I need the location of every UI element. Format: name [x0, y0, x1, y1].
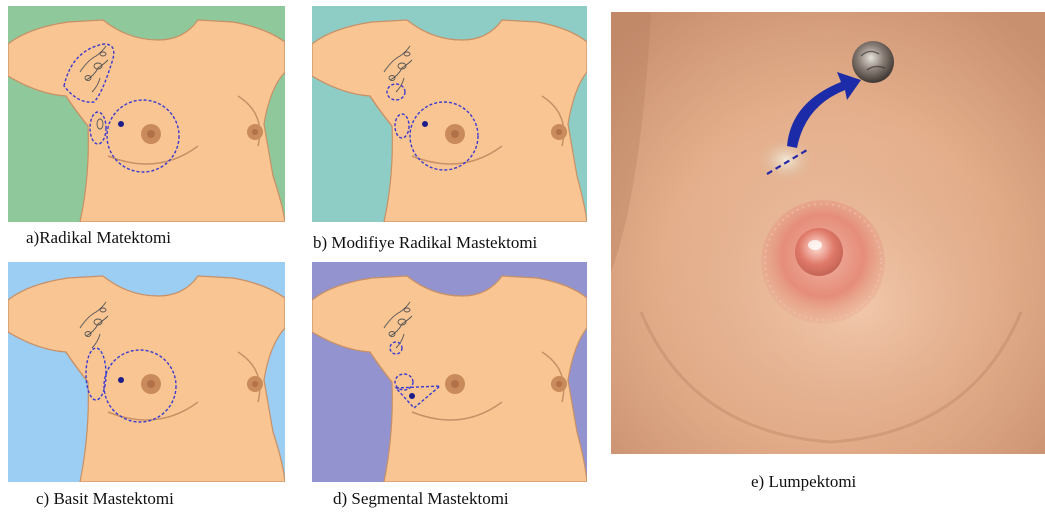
nipple-highlight — [808, 240, 822, 250]
tumor-marker — [118, 121, 124, 127]
incision-site — [758, 138, 814, 182]
caption-simple-mastectomy: c) Basit Mastektomi — [36, 489, 174, 509]
nipple-right — [556, 381, 562, 387]
nipple-right — [252, 381, 258, 387]
caption-modified-radical-mastectomy: b) Modifiye Radikal Mastektomi — [313, 233, 537, 253]
tumor-marker — [118, 377, 124, 383]
modified-radical-mastectomy-illustration — [312, 6, 587, 222]
nipple-left — [147, 130, 155, 138]
nipple — [795, 228, 843, 276]
caption-lumpectomy: e) Lumpektomi — [751, 472, 856, 492]
nipple-left — [147, 380, 155, 388]
panel-lumpectomy-photo — [611, 12, 1045, 454]
lumpectomy-illustration — [611, 12, 1045, 454]
removed-lump — [852, 41, 894, 83]
panel-modified-radical-mastectomy — [312, 6, 587, 222]
nipple-right — [252, 129, 258, 135]
panel-radical-mastectomy — [8, 6, 285, 222]
segmental-mastectomy-illustration — [312, 262, 587, 482]
caption-segmental-mastectomy: d) Segmental Mastektomi — [333, 489, 509, 509]
tumor-marker — [422, 121, 428, 127]
nipple-right — [556, 129, 562, 135]
caption-radical-mastectomy: a)Radikal Matektomi — [26, 228, 171, 248]
panel-segmental-mastectomy — [312, 262, 587, 482]
tumor-marker — [409, 393, 415, 399]
nipple-left — [451, 130, 459, 138]
nipple-left — [451, 380, 459, 388]
panel-simple-mastectomy — [8, 262, 285, 482]
simple-mastectomy-illustration — [8, 262, 285, 482]
radical-mastectomy-illustration — [8, 6, 285, 222]
